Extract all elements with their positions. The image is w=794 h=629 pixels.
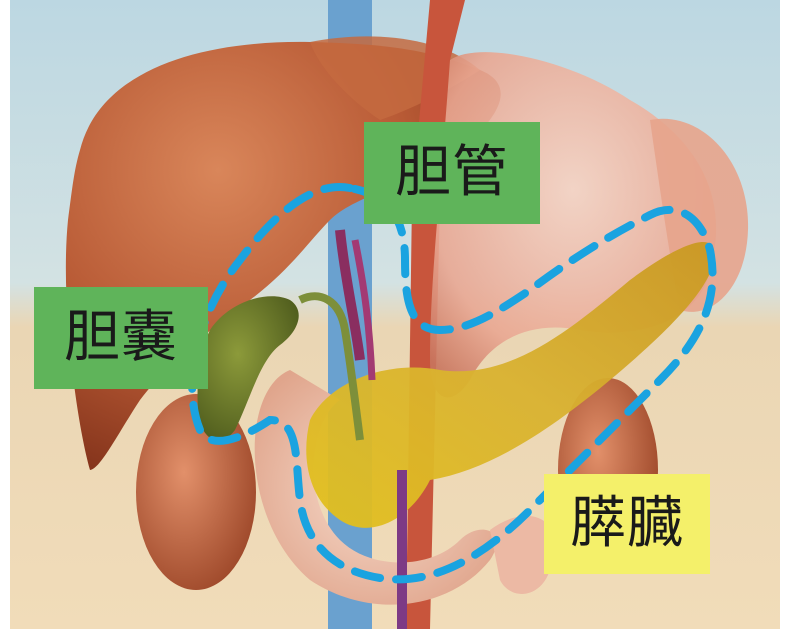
label-bile-duct: 胆管	[364, 122, 540, 224]
label-gallbladder: 胆嚢	[34, 287, 208, 389]
label-pancreas: 膵臓	[544, 474, 710, 574]
